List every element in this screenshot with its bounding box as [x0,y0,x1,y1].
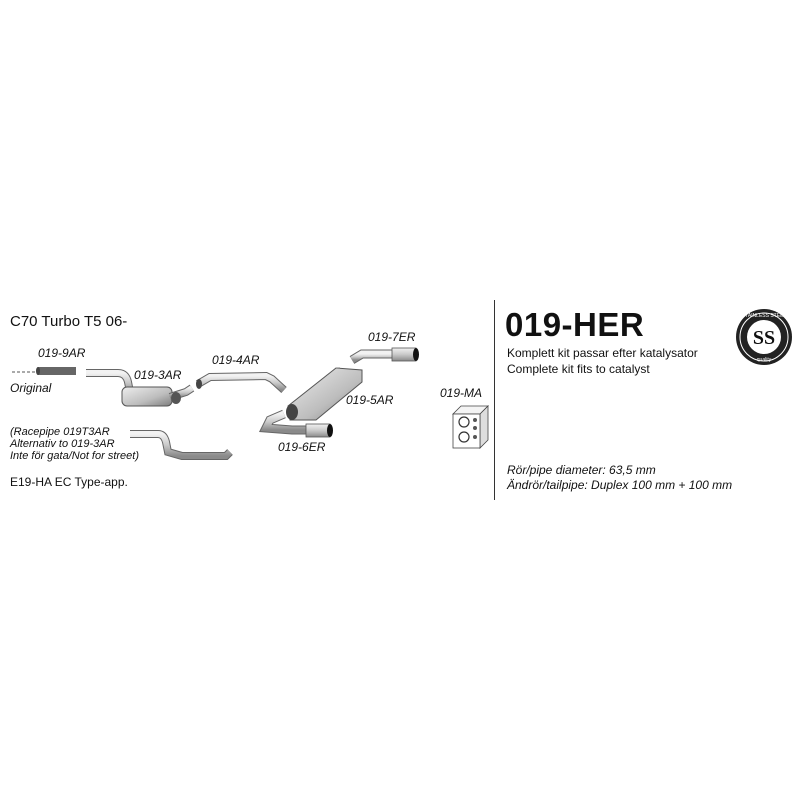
label-019-9ar: 019-9AR [38,346,86,360]
tailpipe-019-7er [349,347,419,364]
seal-ring-top: STAINLESS STEEL [742,313,787,319]
tailpipe-spec: Ändrör/tailpipe: Duplex 100 mm + 100 mm [507,478,733,492]
label-019-7er: 019-7ER [368,330,416,344]
kit-description-en: Complete kit fits to catalyst [507,362,650,376]
label-019-5ar: 019-5AR [346,393,394,407]
racepipe-note-line3: Inte för gata/Not for street) [10,450,140,462]
section-divider [494,300,495,500]
label-019-4ar: 019-4AR [212,353,260,367]
seal-ring-bottom: quality [757,357,772,363]
approval-text: E19-HA EC Type-app. [10,475,128,489]
label-019-ma: 019-MA [440,386,483,400]
racepipe-019t3ar [130,430,233,460]
label-019-3ar: 019-3AR [134,368,182,382]
pipe-019-9ar [12,367,76,375]
pipe-019-4ar [195,371,287,393]
pipe-diameter: Rör/pipe diameter: 63,5 mm [507,463,656,477]
mounting-kit-019-ma [452,405,489,449]
pipe-019-3ar [86,369,195,407]
racepipe-note-line1: (Racepipe 019T3AR [10,426,110,438]
label-019-6er: 019-6ER [278,440,326,454]
racepipe-note-line2: Alternativ to 019-3AR [10,438,115,450]
stainless-steel-quality-seal-icon: SS STAINLESS STEEL quality [736,309,792,365]
label-original: Original [10,381,52,395]
vehicle-model: C70 Turbo T5 06- [10,313,128,330]
racepipe-note: (Racepipe 019T3AR Alternativ to 019-3AR … [10,426,139,462]
kit-description-sv: Komplett kit passar efter katalysator [507,346,698,360]
kit-code: 019-HER [505,306,645,343]
tailpipe-019-6er [258,409,333,438]
muffler-019-5ar [286,367,363,421]
seal-initials: SS [753,327,775,349]
